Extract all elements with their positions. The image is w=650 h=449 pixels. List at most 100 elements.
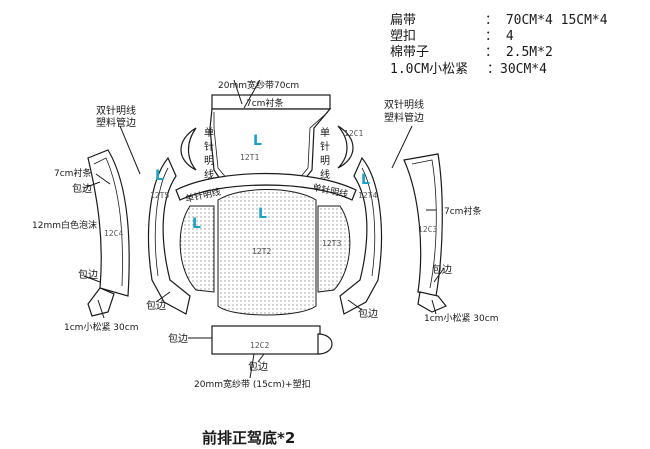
piece-12t4-stitch — [361, 167, 376, 277]
label-left-foam: 12mm白色泡沫 — [32, 219, 97, 231]
piece-left-inner-outline — [179, 205, 215, 293]
top-band-leader — [233, 79, 243, 105]
leader-left-elastic — [97, 299, 105, 319]
piece-12c4-tail — [87, 287, 115, 317]
label-left-binding-3: 包边 — [146, 299, 166, 312]
right-crescent-piece — [337, 125, 354, 169]
leader-right-binding-1 — [433, 267, 445, 283]
piece-12c3-tail — [417, 291, 447, 313]
piece-12t1-stitch-r — [297, 111, 329, 181]
code-12t2: 12T2 — [252, 247, 271, 256]
single-stitch-left: 单 针 明 线 — [204, 127, 214, 181]
spec-value-1: ： 70CM*4 15CM*4 — [485, 13, 608, 28]
piece-12c3-stitch — [411, 159, 437, 289]
single-stitch-right-2: 针 — [320, 140, 330, 153]
spec-value-3: ： 2.5M*2 — [485, 45, 553, 60]
single-stitch-right: 单 针 明 线 — [320, 127, 330, 181]
leader-right-elastic — [431, 299, 437, 315]
label-right-binding-1: 包边 — [432, 263, 452, 276]
code-12t4: 12T4 — [358, 191, 377, 200]
piece-12t1: L 12T1 — [209, 108, 332, 186]
leader-bottom-band — [249, 353, 255, 379]
label-double-stitch-left-1: 双针明线 — [96, 104, 136, 117]
piece-12t5-outline — [147, 156, 191, 315]
single-stitch-left-3: 明 — [204, 155, 214, 167]
code-12c4: 12C4 — [104, 229, 123, 238]
leader-left-binding-3 — [155, 291, 171, 303]
piece-left-inner: L — [179, 205, 215, 293]
label-double-stitch-right-1: 双针明线 — [384, 98, 424, 111]
single-stitch-left-2: 针 — [204, 140, 214, 153]
marker-l3: L — [155, 168, 164, 184]
top-strip-leader — [243, 79, 261, 109]
diagram-caption: 前排正驾底*2 — [202, 429, 295, 447]
left-crescent-piece — [180, 127, 197, 171]
spec-value-2: ： 4 — [485, 29, 514, 44]
leader-double-stitch-right — [391, 125, 413, 169]
spec-table: 扁带 ： 70CM*4 15CM*4 塑扣 ： 4 棉带子 ： 2.5M*2 1… — [390, 13, 608, 77]
leader-lines — [83, 125, 445, 379]
label-right-binding-2: 包边 — [358, 307, 378, 320]
piece-12t3: 12T3 — [317, 205, 351, 293]
label-bottom-binding-2: 包边 — [248, 360, 268, 373]
marker-l4: L — [361, 172, 370, 188]
single-stitch-left-1: 单 — [204, 127, 214, 139]
label-double-stitch-left-2: 塑料管边 — [96, 116, 136, 129]
piece-12t5-stitch — [154, 167, 169, 277]
spec-label-4: 1.0CM小松紧 — [390, 62, 468, 77]
single-stitch-left-4: 线 — [204, 168, 214, 181]
marker-l5: L — [192, 216, 201, 232]
label-left-strip: 7cm衬条 — [54, 167, 91, 179]
code-12t5: 12T5 — [150, 191, 169, 200]
single-stitch-right-4: 线 — [320, 168, 330, 181]
code-12c1: 12C1 — [344, 129, 363, 138]
label-top-band: 20mm宽纱带70cm — [218, 79, 299, 91]
piece-12t4: 12T4 L — [339, 156, 383, 315]
piece-12c4-outline — [87, 149, 130, 297]
leader-left-binding-1 — [83, 181, 101, 189]
leader-right-binding-2 — [347, 299, 363, 311]
label-double-stitch-right-2: 塑料管边 — [384, 111, 424, 124]
piece-12t2-outline — [217, 189, 317, 316]
piece-12c2-outline — [211, 325, 321, 355]
leader-left-strip — [95, 173, 111, 185]
marker-l1: L — [253, 133, 262, 149]
piece-12t4-outline — [339, 156, 383, 315]
piece-12c3: 12C3 — [403, 153, 447, 313]
piece-12t1-stitch-l — [213, 112, 229, 181]
leader-left-binding-2 — [83, 275, 101, 283]
piece-12c2: 12C2 — [211, 325, 333, 355]
marker-l2: L — [258, 206, 267, 222]
annotation-labels: 20mm宽纱带70cm 7cm衬条 双针明线 塑料管边 双针明线 塑料管边 7c… — [32, 79, 498, 390]
spec-label-2: 塑扣 — [390, 29, 416, 44]
spec-label-1: 扁带 — [390, 13, 416, 28]
label-right-strip: 7cm衬条 — [444, 205, 481, 217]
piece-12t5: 12T5 L — [147, 156, 191, 315]
label-left-binding-2: 包边 — [78, 268, 98, 281]
leader-bottom-binding-2 — [257, 353, 265, 363]
label-bottom-band: 20mm宽纱带 (15cm)+塑扣 — [194, 378, 311, 390]
upper-arc-band — [175, 172, 357, 201]
label-bottom-binding-1: 包边 — [168, 332, 188, 345]
piece-12c4: 12C4 — [87, 149, 130, 317]
single-stitch-right-1: 单 — [320, 127, 330, 139]
piece-12t3-outline — [317, 205, 351, 293]
label-right-elastic: 1cm小松紧 30cm — [424, 312, 498, 324]
top-band-piece — [211, 79, 331, 110]
code-12c3: 12C3 — [418, 225, 437, 234]
piece-12c4-stitch — [93, 157, 123, 287]
spec-label-3: 棉带子 — [390, 45, 429, 60]
spec-value-4: ：30CM*4 — [487, 62, 547, 77]
code-12t1: 12T1 — [240, 153, 259, 162]
code-12t3: 12T3 — [322, 239, 341, 248]
label-top-strip: 7cm衬条 — [246, 97, 283, 109]
code-12c2: 12C2 — [250, 341, 269, 350]
label-left-elastic: 1cm小松紧 30cm — [64, 321, 138, 333]
single-stitch-right-3: 明 — [320, 155, 330, 167]
leader-double-stitch-left — [119, 125, 141, 175]
label-left-binding-1: 包边 — [72, 182, 92, 195]
piece-12c2-tab — [317, 333, 333, 355]
piece-12t2: L 12T2 — [217, 189, 317, 316]
